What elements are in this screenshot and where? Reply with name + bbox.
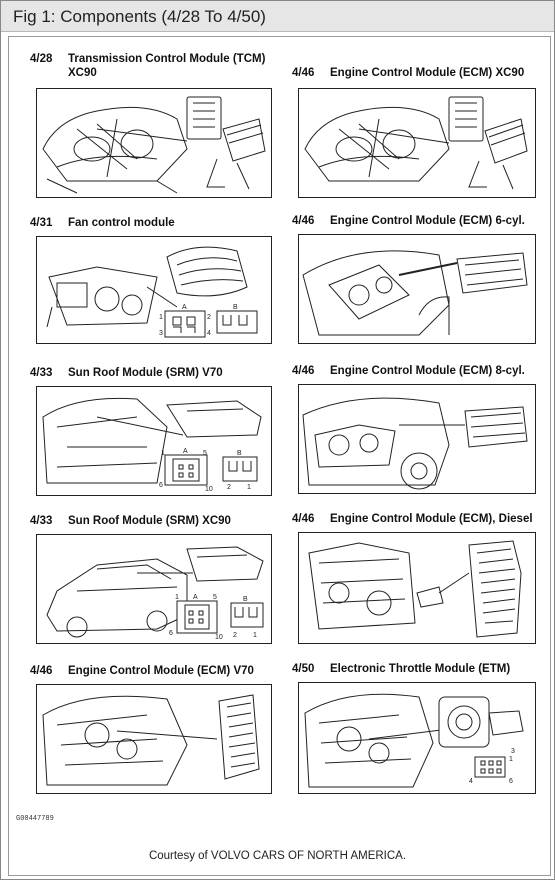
fan-conn-a-label: A — [182, 304, 187, 311]
srm-v70-pin-10-label: 10 — [205, 486, 213, 493]
etm-pin-4-label: 4 — [469, 778, 473, 785]
etm-pin-6-label: 6 — [509, 778, 513, 785]
srm-v70-pin-5-label: 5 — [203, 450, 207, 457]
srm-v70-conn-a-label: A — [183, 448, 188, 455]
panel-label: Engine Control Module (ECM) XC90 — [330, 67, 525, 79]
fan-pin-3-label: 3 — [159, 330, 163, 337]
fan-pin-2-label: 2 — [207, 314, 211, 321]
srm-xc90-pin-6-label: 6 — [169, 630, 173, 637]
illustration-ecm-v70 — [36, 684, 272, 794]
panel-code: 4/46 — [292, 67, 315, 79]
panel-label-line2: XC90 — [68, 67, 97, 79]
panel-label: Engine Control Module (ECM) V70 — [68, 665, 254, 677]
panel-code: 4/33 — [30, 367, 53, 379]
illustration-srm-v70: A B 1 5 6 10 2 1 — [36, 386, 272, 496]
illustration-ecm-6cyl — [298, 234, 536, 344]
panel-label: Sun Roof Module (SRM) XC90 — [68, 515, 231, 527]
panel-label: Sun Roof Module (SRM) V70 — [68, 367, 223, 379]
panel-label: Fan control module — [68, 217, 175, 229]
panel-caption-tcm: 4/28 Transmission Control Module (TCM) X… — [30, 52, 270, 82]
srm-v70-conn-b-label: B — [237, 450, 242, 457]
srm-xc90-conn-b-pin-2-label: 2 — [233, 632, 237, 639]
figure-title: Fig 1: Components (4/28 To 4/50) — [13, 7, 266, 26]
panel-code: 4/46 — [292, 215, 315, 227]
panel-code: 4/28 — [30, 53, 53, 65]
panel-caption-ecm-diesel: 4/46 Engine Control Module (ECM), Diesel — [292, 512, 542, 528]
srm-xc90-pin-5-label: 5 — [213, 594, 217, 601]
panel-code: 4/46 — [292, 513, 315, 525]
panel-code: 4/46 — [30, 665, 53, 677]
panel-code: 4/50 — [292, 663, 315, 675]
fan-pin-1-label: 1 — [159, 314, 163, 321]
panel-code: 4/33 — [30, 515, 53, 527]
panel-caption-ecm-xc90: 4/46 Engine Control Module (ECM) XC90 — [292, 66, 542, 82]
illustration-fan-control: A B 1 2 3 4 — [36, 236, 272, 344]
panel-caption-srm-xc90: 4/33 Sun Roof Module (SRM) XC90 — [30, 514, 270, 530]
figure-title-bar: Fig 1: Components (4/28 To 4/50) — [1, 1, 554, 32]
etm-pin-1-label: 1 — [509, 756, 513, 763]
fan-conn-b-label: B — [233, 304, 238, 311]
panel-code: 4/31 — [30, 217, 53, 229]
panel-label: Electronic Throttle Module (ETM) — [330, 663, 511, 675]
illustration-etm: 1 3 4 6 — [298, 682, 536, 794]
panel-code: 4/46 — [292, 365, 315, 377]
srm-xc90-conn-b-pin-1-label: 1 — [253, 632, 257, 639]
etm-pin-3-label: 3 — [511, 748, 515, 755]
illustration-ecm-8cyl — [298, 384, 536, 494]
panel-caption-etm: 4/50 Electronic Throttle Module (ETM) — [292, 662, 542, 678]
srm-xc90-pin-10-label: 10 — [215, 634, 223, 641]
illustration-tcm-xc90 — [36, 88, 272, 198]
srm-v70-pin-1-label: 1 — [161, 450, 165, 457]
panel-caption-ecm-6cyl: 4/46 Engine Control Module (ECM) 6-cyl. — [292, 214, 542, 230]
panel-label: Engine Control Module (ECM) 6-cyl. — [330, 215, 525, 227]
panel-caption-srm-v70: 4/33 Sun Roof Module (SRM) V70 — [30, 366, 270, 382]
srm-xc90-conn-a-label: A — [193, 594, 198, 601]
panel-label: Engine Control Module (ECM) 8-cyl. — [330, 365, 525, 377]
panel-label: Transmission Control Module (TCM) — [68, 53, 266, 65]
figure-reference-code: G00447789 — [16, 815, 54, 823]
courtesy-credit: Courtesy of VOLVO CARS OF NORTH AMERICA. — [148, 850, 407, 862]
illustration-ecm-diesel — [298, 532, 536, 644]
panel-caption-fan-control: 4/31 Fan control module — [30, 216, 270, 232]
srm-v70-conn-b-pin-1-label: 1 — [247, 484, 251, 491]
panel-caption-ecm-v70: 4/46 Engine Control Module (ECM) V70 — [30, 664, 280, 680]
srm-xc90-conn-b-label: B — [243, 596, 248, 603]
srm-v70-pin-6-label: 6 — [159, 482, 163, 489]
fan-pin-4-label: 4 — [207, 330, 211, 337]
panel-caption-ecm-8cyl: 4/46 Engine Control Module (ECM) 8-cyl. — [292, 364, 542, 380]
srm-xc90-pin-1-label: 1 — [175, 594, 179, 601]
srm-v70-conn-b-pin-2-label: 2 — [227, 484, 231, 491]
illustration-ecm-xc90 — [298, 88, 536, 198]
illustration-srm-xc90: A B 1 5 6 10 2 1 — [36, 534, 272, 644]
panel-label: Engine Control Module (ECM), Diesel — [330, 513, 533, 525]
